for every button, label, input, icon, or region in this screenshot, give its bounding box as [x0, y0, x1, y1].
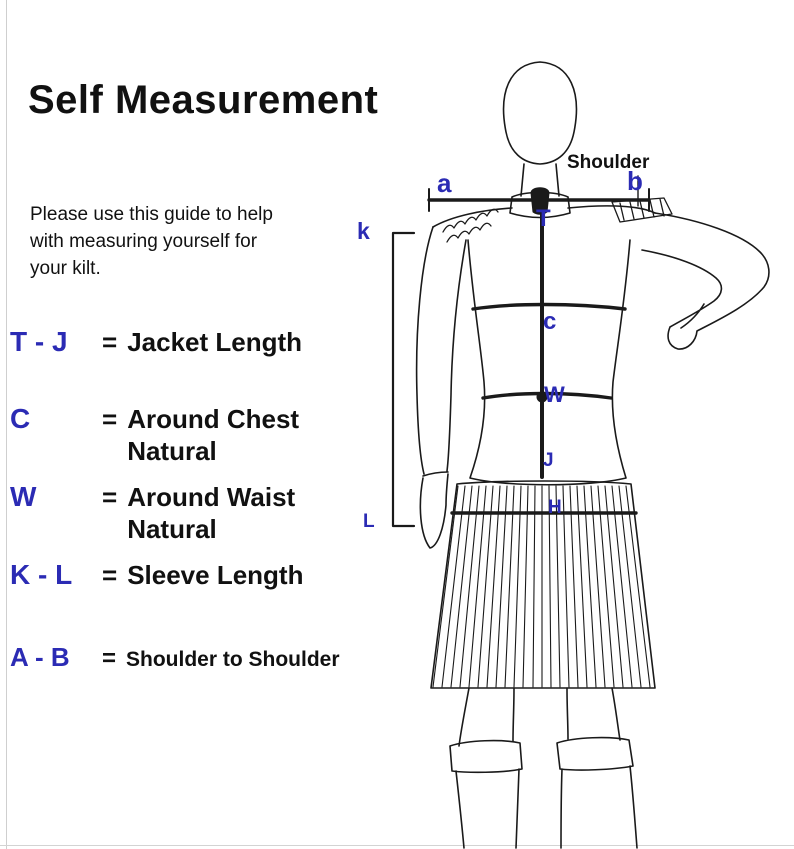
equals-sign: = [102, 482, 118, 512]
equals-sign: = [102, 560, 118, 590]
figure-epaulette-left [442, 208, 499, 243]
equals-sign: = [102, 327, 118, 357]
figure-kilt-pleats [432, 485, 651, 688]
legend-key-jacket: T - J [10, 326, 68, 357]
measure-mark-c: c [543, 308, 557, 335]
legend-label-jacket: Jacket Length [127, 327, 303, 357]
legend-label-waist: Around Waist Natural [127, 482, 296, 544]
legend-key-sleeve: K - L [10, 559, 73, 590]
figure-epaulette-right [611, 197, 673, 223]
shoulder-label: Shoulder [567, 152, 650, 173]
legend-row-sleeve: K - L = Sleeve Length [10, 559, 303, 592]
legend-key-waist: W [10, 481, 37, 512]
figure-kilt [430, 480, 656, 689]
measure-mark-H: H [548, 497, 562, 518]
measure-mark-L: L [363, 511, 375, 532]
measure-line-chest [471, 302, 627, 311]
measure-mark-W: W [544, 382, 565, 407]
figure-left-arm [415, 226, 467, 549]
legend-key-chest: C [10, 403, 31, 434]
figure-sock-shafts [455, 765, 638, 849]
legend-key-shoulder: A - B [10, 642, 70, 672]
legend-label-chest: Around Chest Natural [127, 404, 300, 466]
measure-mark-J: J [543, 450, 554, 471]
measure-waist-dot [536, 391, 548, 403]
measure-line-shoulder-ticks [428, 188, 650, 212]
legend-label-shoulder: Shoulder to Shoulder [126, 648, 340, 671]
figure-torso [467, 239, 631, 486]
page-edge-left [6, 0, 7, 849]
figure-head [502, 61, 578, 197]
measure-mark-b: b [627, 166, 643, 196]
legend-row-shoulder: A - B = Shoulder to Shoulder [10, 642, 340, 673]
measure-mark-T: T [536, 205, 551, 232]
equals-sign: = [102, 404, 118, 434]
figure-right-arm [641, 212, 770, 350]
legend-label-sleeve: Sleeve Length [127, 560, 304, 590]
intro-text: Please use this guide to help with measu… [30, 204, 273, 279]
measure-bracket-sleeve [391, 231, 416, 528]
legend-row-jacket-length: T - J = Jacket Length [10, 326, 302, 359]
legend-row-chest: C = Around Chest Natural [10, 403, 299, 467]
measure-mark-k: k [357, 218, 370, 244]
page-title: Self Measurement [28, 78, 379, 122]
figure-sock-cuffs [449, 736, 634, 774]
figure-legs [458, 687, 621, 747]
legend-row-waist: W = Around Waist Natural [10, 481, 295, 545]
page-edge-bottom [0, 845, 794, 846]
equals-sign: = [102, 645, 117, 672]
measure-mark-a: a [437, 168, 452, 198]
